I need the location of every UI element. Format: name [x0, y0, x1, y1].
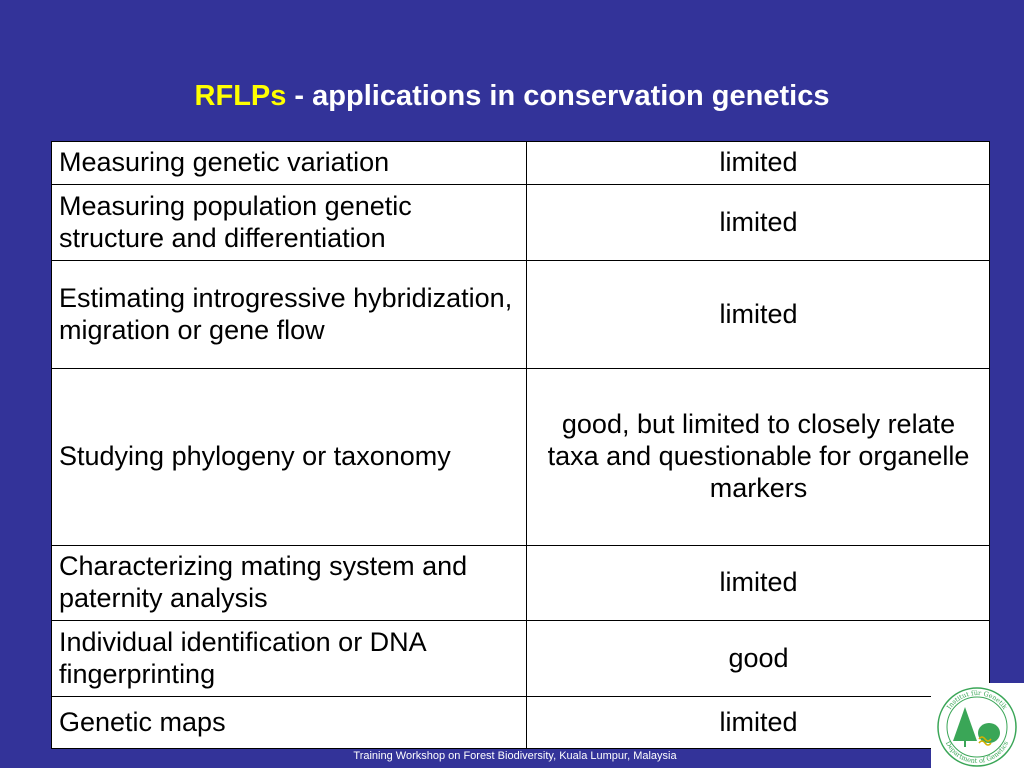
rating-cell: good	[526, 620, 990, 697]
table-row: Genetic maps limited	[51, 696, 990, 749]
application-cell: Characterizing mating system and paterni…	[51, 545, 527, 621]
applications-table: Measuring genetic variation limited Meas…	[51, 141, 990, 749]
rating-cell: limited	[526, 184, 990, 261]
application-cell: Genetic maps	[51, 696, 527, 749]
application-cell: Measuring population genetic structure a…	[51, 184, 527, 261]
rating-cell: good, but limited to closely relate taxa…	[526, 368, 990, 546]
dna-helix-icon	[978, 736, 992, 742]
table-row: Studying phylogeny or taxonomy good, but…	[51, 368, 990, 546]
table-row: Individual identification or DNA fingerp…	[51, 620, 990, 697]
title-accent: RFLPs	[194, 80, 287, 112]
table-row: Characterizing mating system and paterni…	[51, 545, 990, 621]
logo: Institut für Genetik Department of Genet…	[931, 683, 1024, 768]
application-cell: Measuring genetic variation	[51, 141, 527, 185]
rating-cell: limited	[526, 545, 990, 621]
table-row: Estimating introgressive hybridization, …	[51, 260, 990, 369]
application-cell: Individual identification or DNA fingerp…	[51, 620, 527, 697]
rating-cell: limited	[526, 696, 990, 749]
footer-text: Training Workshop on Forest Biodiversity…	[353, 750, 677, 762]
title-rest: - applications in conservation genetics	[286, 80, 830, 112]
application-cell: Estimating introgressive hybridization, …	[51, 260, 527, 369]
table-row: Measuring population genetic structure a…	[51, 184, 990, 261]
application-cell: Studying phylogeny or taxonomy	[51, 368, 527, 546]
tree-shape-icon	[953, 707, 977, 741]
table-row: Measuring genetic variation limited	[51, 141, 990, 185]
institute-seal-icon: Institut für Genetik Department of Genet…	[937, 687, 1017, 767]
slide-title: RFLPs - applications in conservation gen…	[0, 76, 1024, 116]
rating-cell: limited	[526, 260, 990, 369]
rating-cell: limited	[526, 141, 990, 185]
